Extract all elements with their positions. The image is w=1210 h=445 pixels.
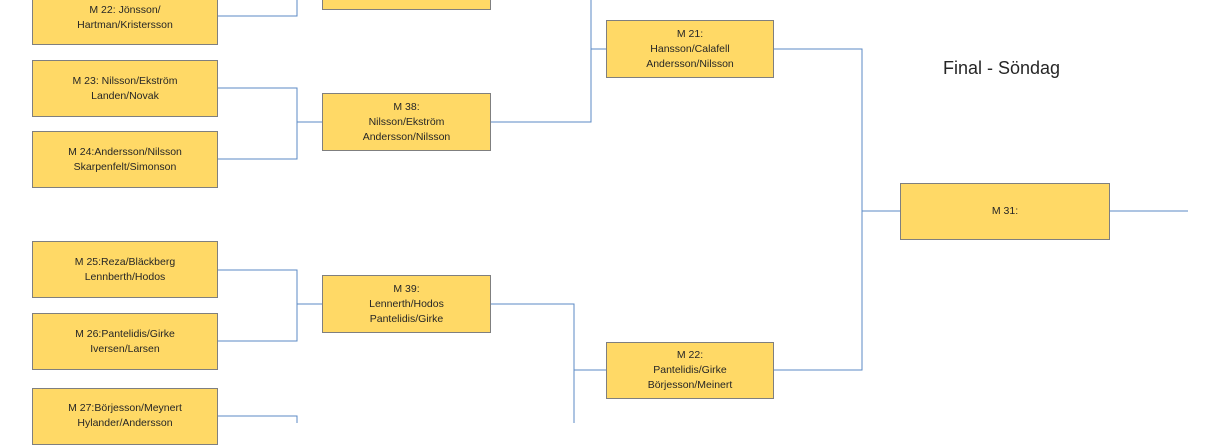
connector-m27 <box>218 415 298 423</box>
match-box-m38: M 38: Nilsson/Ekström Andersson/Nilsson <box>322 93 491 151</box>
connector-m38 <box>491 48 606 123</box>
match-label: M 31: <box>991 205 1019 217</box>
match-label: M 24:Andersson/Nilsson <box>68 145 182 158</box>
match-box-m37 <box>322 0 491 10</box>
connector-m22-top <box>218 0 298 17</box>
match-team: Iversen/Larsen <box>90 342 160 355</box>
match-label: M 22: Jönsson/ <box>89 3 161 16</box>
match-team: Lennberth/Hodos <box>84 270 166 283</box>
connector-m25 <box>218 269 322 305</box>
match-box-m39: M 39: Lennerth/Hodos Pantelidis/Girke <box>322 275 491 333</box>
match-label: M 38: <box>393 100 420 113</box>
bracket-connectors <box>218 0 1188 423</box>
match-team: Andersson/Nilsson <box>646 57 734 70</box>
match-box-m27: M 27:Börjesson/Meynert Hylander/Andersso… <box>32 388 218 445</box>
match-team: Börjesson/Meinert <box>647 379 733 391</box>
match-box-m24: M 24:Andersson/Nilsson Skarpenfelt/Simon… <box>32 131 218 188</box>
match-team: Pantelidis/Girke <box>653 364 727 376</box>
match-team: Nilsson/Ekström <box>368 115 445 128</box>
connector-m26 <box>218 304 298 342</box>
match-box-m21-semifinal: M 21: Hansson/Calafell Andersson/Nilsson <box>606 20 774 78</box>
match-team: Hylander/Andersson <box>77 417 173 429</box>
match-label: M 23: Nilsson/Ekström <box>72 74 178 87</box>
match-label: M 25:Reza/Bläckberg <box>74 255 176 268</box>
connector-m22-sf <box>774 211 863 371</box>
match-team: Andersson/Nilsson <box>362 130 451 143</box>
match-label: M 22: <box>676 349 704 361</box>
match-team: Skarpenfelt/Simonson <box>73 160 177 173</box>
match-label: M 21: <box>676 27 704 40</box>
match-team: Landen/Novak <box>91 89 159 102</box>
final-title: Final - Söndag <box>943 58 1061 78</box>
match-box-m26: M 26:Pantelidis/Girke Iversen/Larsen <box>32 313 218 370</box>
match-team: Pantelidis/Girke <box>369 312 444 325</box>
match-box-m22: M 22: Jönsson/ Hartman/Kristersson <box>32 0 218 45</box>
match-box-m31-final: M 31: <box>900 183 1110 240</box>
connector-m23 <box>218 87 322 123</box>
match-label: M 27:Börjesson/Meynert <box>68 402 182 414</box>
match-box-m23: M 23: Nilsson/Ekström Landen/Novak <box>32 60 218 117</box>
match-label: M 26:Pantelidis/Girke <box>75 327 175 340</box>
match-label: M 39: <box>393 282 420 295</box>
match-box-m25: M 25:Reza/Bläckberg Lennberth/Hodos <box>32 241 218 298</box>
connector-m21-sf <box>774 48 900 212</box>
match-box-m22-semifinal: M 22: Pantelidis/Girke Börjesson/Meinert <box>606 342 774 399</box>
match-team: Hansson/Calafell <box>650 42 730 55</box>
match-team: Hartman/Kristersson <box>77 18 173 31</box>
connector-m39 <box>491 303 606 371</box>
match-team: Lennerth/Hodos <box>369 297 444 310</box>
connector-m24 <box>218 122 298 160</box>
